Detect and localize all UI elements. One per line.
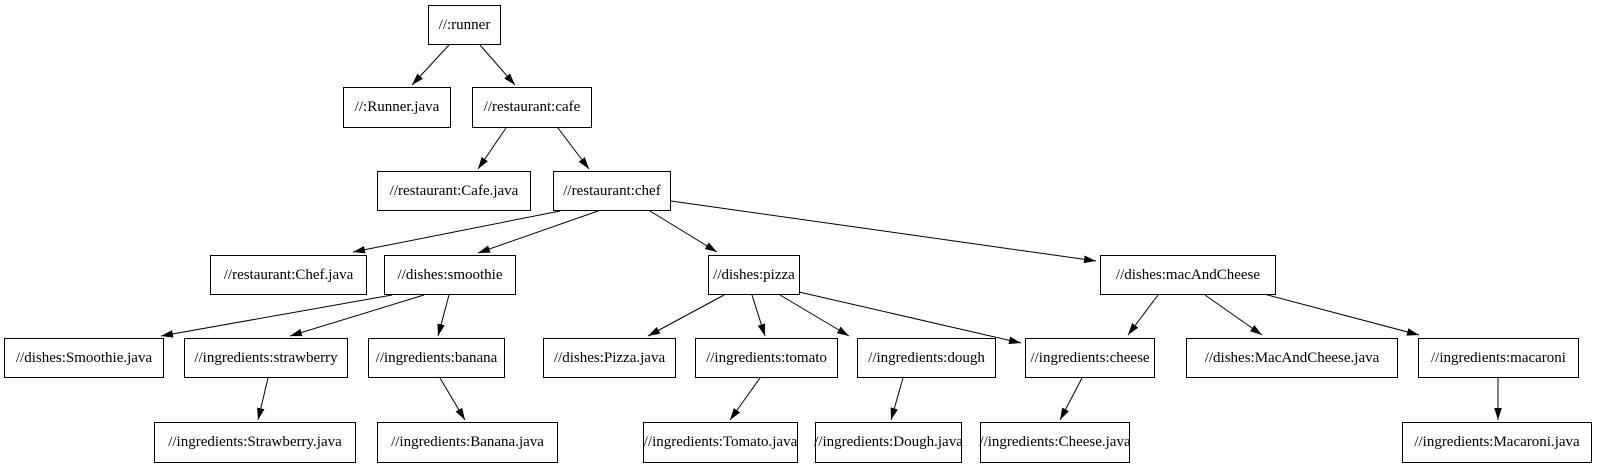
graph-node-strawberry-java: //ingredients:Strawberry.java	[154, 422, 356, 463]
edge-strawberry-to-strawberry-java	[257, 377, 269, 421]
edge-chef-to-chef-java	[352, 210, 561, 254]
edge-cafe-to-chef	[557, 127, 590, 170]
edge-mac-and-cheese-to-macaroni	[1259, 292, 1420, 336]
graph-node-smoothie: //dishes:smoothie	[384, 255, 516, 295]
graph-node-tomato: //ingredients:tomato	[695, 338, 838, 378]
graph-node-cheese-java: //ingredients:Cheese.java	[979, 422, 1131, 463]
edge-runner-to-cafe	[479, 44, 516, 86]
edge-chef-to-pizza	[649, 210, 718, 253]
graph-node-chef-java: //restaurant:Chef.java	[210, 255, 367, 295]
graph-node-pizza-java: //dishes:Pizza.java	[543, 338, 676, 378]
edge-pizza-to-dough	[779, 294, 850, 337]
graph-node-banana: //ingredients:banana	[368, 338, 505, 378]
edge-runner-to-runner-java	[411, 44, 450, 86]
edge-chef-to-smoothie	[477, 210, 599, 254]
edge-tomato-to-tomato-java	[729, 377, 761, 421]
edge-mac-and-cheese-to-cheese	[1127, 294, 1159, 336]
graph-node-cafe: //restaurant:cafe	[472, 87, 592, 128]
graph-node-runner: //:runner	[428, 5, 501, 45]
edge-chef-to-mac-and-cheese	[670, 200, 1097, 264]
graph-node-mac-and-cheese-java: //dishes:MacAndCheese.java	[1186, 338, 1398, 378]
graph-node-mac-and-cheese: //dishes:macAndCheese	[1100, 255, 1276, 295]
edge-lines	[160, 44, 1502, 421]
graph-node-chef: //restaurant:chef	[553, 171, 671, 211]
edge-smoothie-to-strawberry	[289, 294, 425, 337]
graph-node-cafe-java: //restaurant:Cafe.java	[377, 171, 531, 211]
edge-smoothie-to-smoothie-java	[160, 294, 393, 338]
edge-mac-and-cheese-to-mac-and-cheese-java	[1204, 294, 1263, 336]
graph-node-dough: //ingredients:dough	[857, 338, 996, 378]
graph-node-dough-java: //ingredients:Dough.java	[814, 422, 963, 463]
edge-dough-to-dough-java	[890, 377, 904, 421]
edge-pizza-to-pizza-java	[647, 294, 725, 337]
graph-node-strawberry: //ingredients:strawberry	[184, 338, 348, 378]
graph-node-macaroni: //ingredients:macaroni	[1418, 338, 1579, 378]
graph-node-macaroni-java: //ingredients:Macaroni.java	[1402, 422, 1592, 463]
edge-smoothie-to-banana	[437, 294, 450, 337]
edge-banana-to-banana-java	[439, 377, 466, 421]
graph-node-runner-java: //:Runner.java	[343, 87, 451, 128]
edge-cheese-to-cheese-java	[1059, 377, 1083, 421]
graph-node-cheese: //ingredients:cheese	[1025, 338, 1155, 378]
graph-node-pizza: //dishes:pizza	[708, 255, 800, 295]
graph-node-banana-java: //ingredients:Banana.java	[377, 422, 558, 463]
edge-pizza-to-cheese	[798, 291, 1022, 345]
graph-node-smoothie-java: //dishes:Smoothie.java	[4, 338, 164, 378]
edge-cafe-to-cafe-java	[477, 127, 507, 170]
graph-node-tomato-java: //ingredients:Tomato.java	[643, 422, 798, 463]
edge-pizza-to-tomato	[751, 294, 766, 337]
